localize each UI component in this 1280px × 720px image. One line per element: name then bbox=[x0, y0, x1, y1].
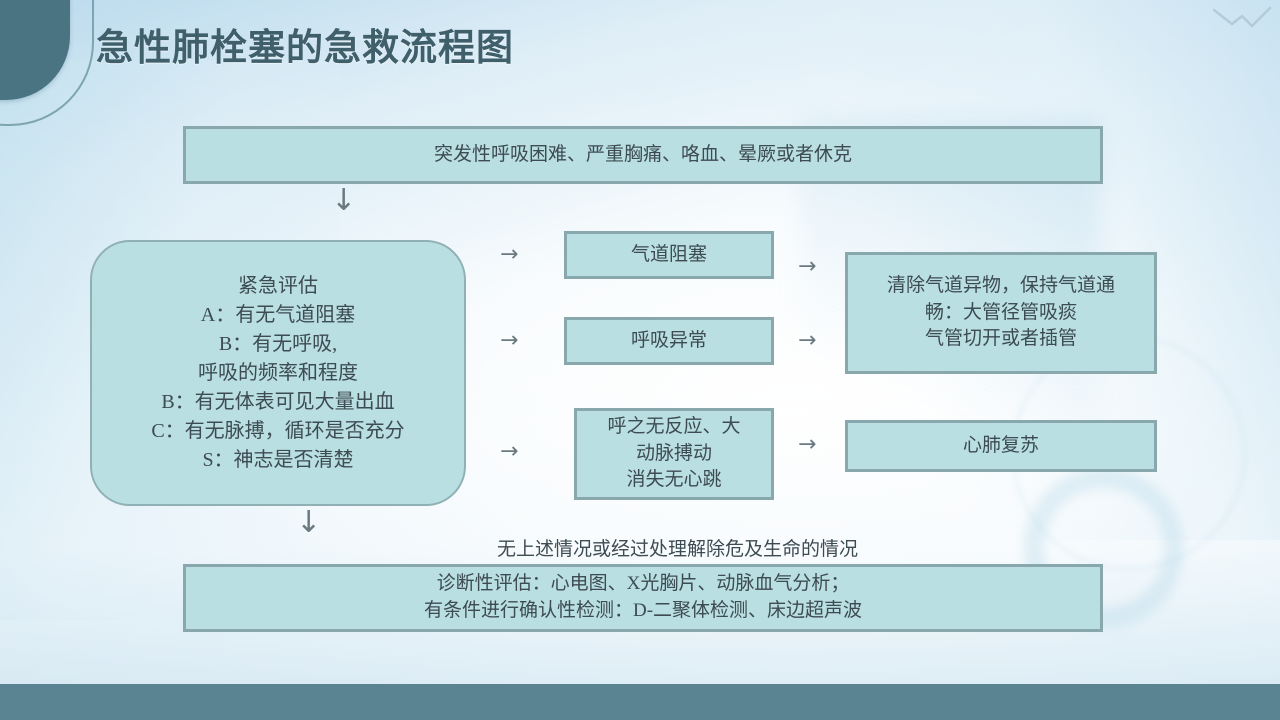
flow-node-cardiac-arrest-signs: 呼之无反应、大 动脉搏动 消失无心跳 bbox=[574, 408, 774, 500]
flow-node-emergency-assessment: 紧急评估 A：有无气道阻塞 B：有无呼吸, 呼吸的频率和程度 B：有无体表可见大… bbox=[90, 240, 466, 506]
flow-node-symptoms: 突发性呼吸困难、严重胸痛、咯血、晕厥或者休克 bbox=[183, 126, 1103, 184]
footer-bar bbox=[0, 684, 1280, 720]
arrow-right-assessment-to-arrest: → bbox=[500, 439, 519, 464]
page-title: 急性肺栓塞的急救流程图 bbox=[96, 27, 514, 68]
arrow-right-breathing-to-treatment: → bbox=[798, 328, 817, 353]
flow-node-diagnostic-assessment: 诊断性评估：心电图、X光胸片、动脉血气分析； 有条件进行确认性检测：D-二聚体检… bbox=[183, 564, 1103, 632]
arrow-right-assessment-to-airway: → bbox=[500, 242, 519, 267]
flow-node-airway-treatment: 清除气道异物，保持气道通 畅：大管径管吸痰 气管切开或者插管 bbox=[845, 252, 1157, 374]
arrow-down-symptoms-to-assessment: ↓ bbox=[331, 183, 357, 218]
arrow-right-arrest-to-cpr: → bbox=[798, 432, 817, 457]
flow-node-cpr: 心肺复苏 bbox=[845, 420, 1157, 472]
flow-node-abnormal-breathing: 呼吸异常 bbox=[564, 317, 774, 365]
flow-node-airway-obstruction: 气道阻塞 bbox=[564, 231, 774, 279]
flow-label-transition-note: 无上述情况或经过处理解除危及生命的情况 bbox=[497, 539, 859, 560]
arrow-right-airway-to-treatment: → bbox=[798, 254, 817, 279]
arrow-right-assessment-to-breathing: → bbox=[500, 328, 519, 353]
bird-decoration-icon bbox=[1212, 6, 1272, 28]
arrow-down-assessment-to-diagnostic: ↓ bbox=[296, 505, 322, 540]
